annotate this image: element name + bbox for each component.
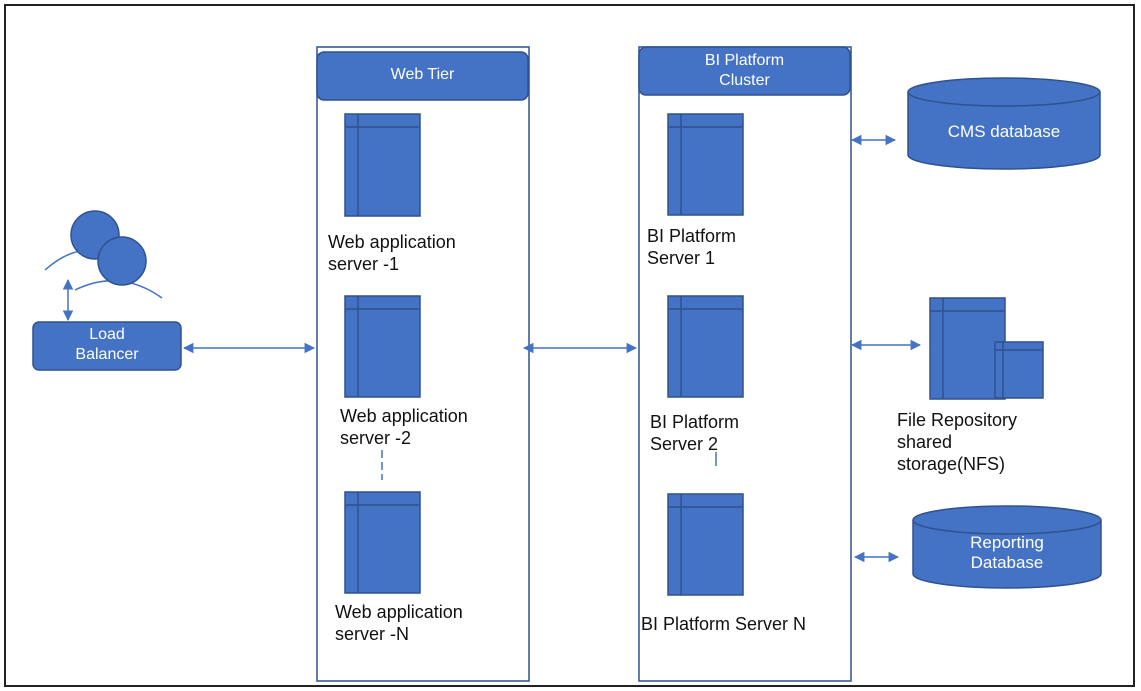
web-server-1-label: Web application server -1 bbox=[328, 232, 456, 274]
load-balancer-label: Load Balancer bbox=[75, 326, 139, 363]
cms-database-label: CMS database bbox=[947, 122, 1061, 141]
users-icon bbox=[44, 210, 163, 299]
server-icon bbox=[344, 113, 421, 217]
bi-cluster-title: BI Platform Cluster bbox=[704, 52, 785, 89]
web-server-2-label: Web application server -2 bbox=[340, 406, 468, 448]
bi-server-2-label: BI Platform Server 2 bbox=[650, 412, 740, 454]
bi-server-n-label: BI Platform Server N bbox=[641, 614, 807, 634]
web-tier-title: Web Tier bbox=[390, 66, 455, 83]
bi-server-1-label: BI Platform Server 1 bbox=[647, 226, 737, 268]
server-icon bbox=[667, 493, 744, 596]
folder-icon bbox=[929, 297, 1044, 400]
web-tier-header bbox=[316, 51, 529, 101]
file-repository-label: File Repository shared storage(NFS) bbox=[897, 410, 1018, 474]
web-server-n-label: Web application server -N bbox=[335, 602, 463, 644]
database-icon bbox=[912, 505, 1102, 589]
bi-cluster-header bbox=[638, 46, 851, 96]
server-icon bbox=[344, 491, 421, 594]
server-icon bbox=[667, 295, 744, 398]
server-icon bbox=[344, 295, 421, 398]
database-icon bbox=[907, 77, 1101, 170]
reporting-database-label: Reporting Database bbox=[970, 533, 1044, 572]
load-balancer-box bbox=[32, 321, 182, 371]
server-icon bbox=[667, 113, 744, 216]
diagram-border bbox=[4, 4, 1135, 687]
